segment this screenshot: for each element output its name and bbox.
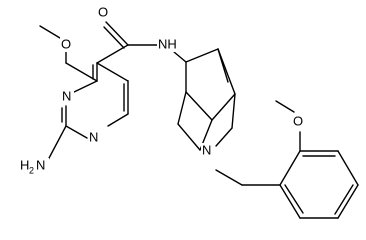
- atom-label-amide-nitrogen: NH: [158, 36, 177, 51]
- bond: [211, 93, 236, 121]
- bond: [337, 150, 359, 186]
- bond: [185, 91, 213, 121]
- atom-label-methoxy-oxygen-pyrimidine: O: [61, 36, 71, 51]
- bond: [177, 91, 187, 125]
- atom-label-amino-h: H: [20, 157, 29, 172]
- bond: [107, 113, 129, 127]
- bond: [65, 125, 88, 139]
- benzene-methoxy: [275, 100, 301, 152]
- pyrimidine-ring: [61, 62, 129, 139]
- bond: [284, 184, 304, 214]
- bicyclic-ring: [173, 48, 236, 151]
- bond: [334, 184, 354, 215]
- bond: [337, 184, 359, 219]
- bond: [177, 123, 201, 151]
- amino-substituent: [47, 125, 67, 161]
- bond: [96, 62, 129, 82]
- bond: [65, 62, 98, 82]
- bond: [103, 26, 125, 49]
- atom-labels: O O N N H 2 N NH N O: [19, 4, 305, 175]
- amide-group: [96, 21, 159, 64]
- benzyl-linker: [215, 169, 281, 186]
- bond: [105, 21, 129, 46]
- bond: [73, 80, 98, 93]
- atom-label-amino-nitrogen: N: [36, 157, 45, 172]
- bond: [215, 169, 243, 186]
- bond: [185, 48, 219, 63]
- atom-label-ring-nitrogen-upper: N: [62, 88, 71, 103]
- bond: [279, 184, 301, 219]
- bond: [47, 125, 67, 161]
- atom-label-ring-nitrogen-lower: N: [89, 129, 98, 144]
- bond: [39, 25, 61, 39]
- atom-label-bicyclic-nitrogen: N: [202, 142, 211, 157]
- bond: [231, 93, 236, 129]
- bond: [173, 51, 187, 63]
- bond: [96, 44, 129, 64]
- bond: [217, 48, 229, 83]
- pyrimidine-methoxy: [39, 25, 98, 82]
- chemical-structure-diagram: O O N N H 2 N NH N O: [19, 4, 359, 219]
- benzene-ring: [279, 150, 359, 219]
- bond: [279, 150, 301, 186]
- atom-label-methoxy-oxygen-benzene: O: [293, 113, 303, 128]
- bond: [215, 127, 233, 147]
- bond: [275, 100, 295, 113]
- atom-label-amino-subscript: 2: [29, 165, 34, 175]
- atom-label-carbonyl-oxygen: O: [98, 4, 108, 19]
